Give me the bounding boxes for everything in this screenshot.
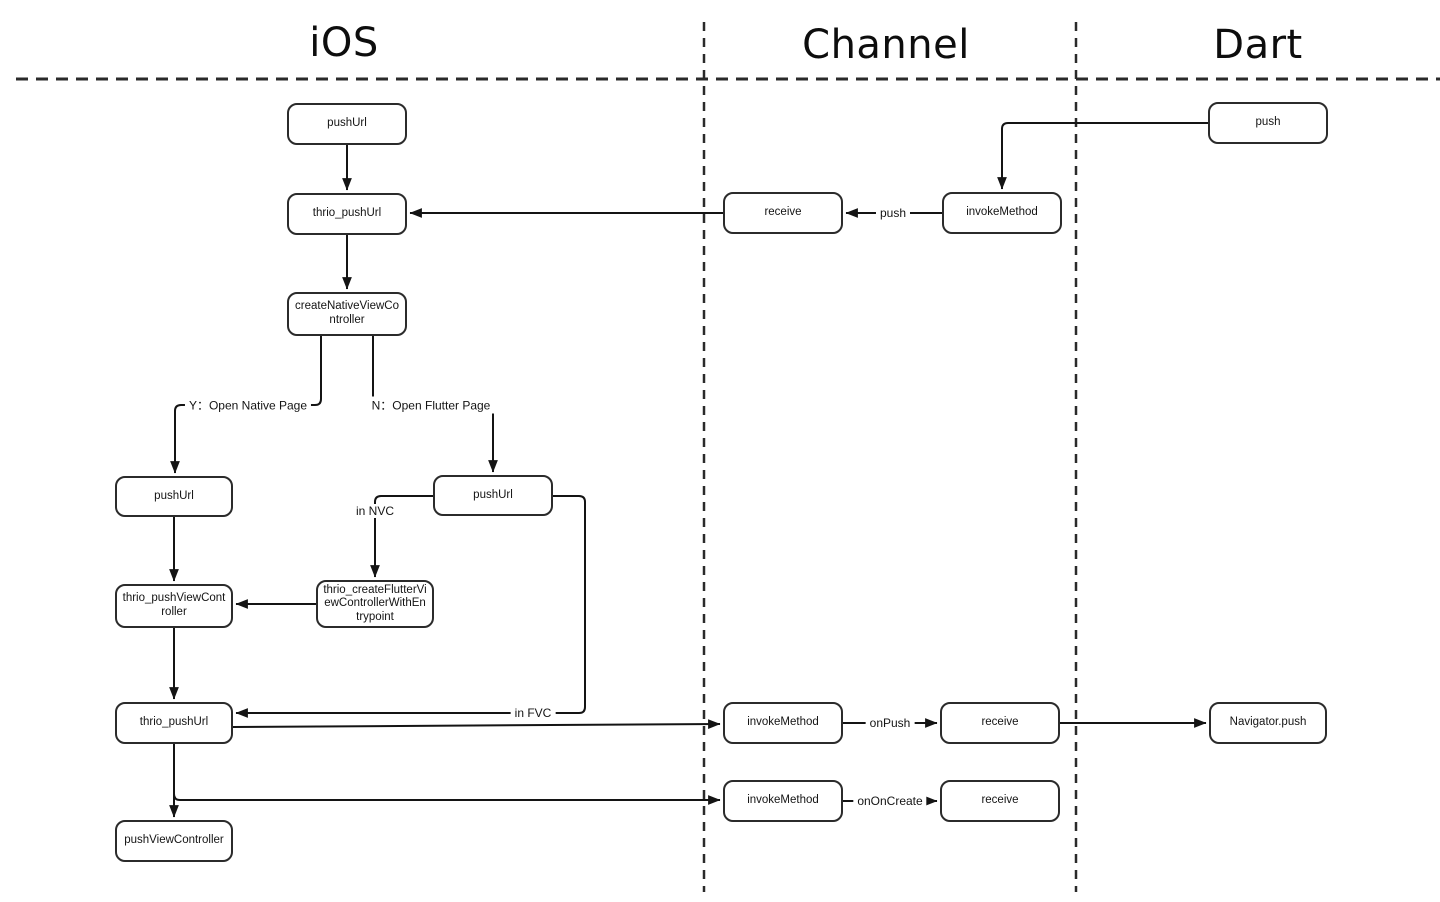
node-create-native-view-controller: createNativeViewController: [287, 292, 407, 336]
edge-pushurlflutter-infvc-to-thriopushurl2: [235, 495, 586, 718]
node-invokemethod-ononcreate: invokeMethod: [723, 780, 843, 822]
edge-pushdart-to-invokemethodtop: [997, 122, 1208, 190]
edge-label-push: push: [875, 206, 911, 220]
node-pushurl-entry: pushUrl: [287, 103, 407, 145]
node-thrio-create-flutter-view-controller: thrio_createFlutterViewControllerWithEnt…: [316, 580, 434, 628]
node-pushurl-flutter: pushUrl: [433, 475, 553, 516]
node-receive-ononcreate: receive: [940, 780, 1060, 822]
lane-header-channel: Channel: [802, 22, 970, 68]
lane-header-dart: Dart: [1213, 22, 1303, 68]
lane-header-ios: iOS: [309, 20, 379, 66]
edge-thriopushurl2-to-invokemethodoncreate: [173, 768, 721, 805]
edge-label-in-fvc: in FVC: [510, 706, 556, 720]
node-push-dart: push: [1208, 102, 1328, 144]
node-thrio-pushurl-2: thrio_pushUrl: [115, 702, 233, 744]
edge-label-open-native-page: Y：Open Native Page: [184, 396, 312, 414]
edge-pushurlflutter-to-createfluttervc: [370, 495, 433, 578]
edge-thriopushurl2-to-invokemethodpush: [232, 719, 721, 729]
edge-label-open-flutter-page: N：Open Flutter Page: [367, 396, 495, 414]
node-invokemethod-top: invokeMethod: [942, 192, 1062, 234]
edge-label-ononcreate: onOnCreate: [853, 794, 927, 808]
node-receive-top: receive: [723, 192, 843, 234]
edge-label-onpush: onPush: [865, 716, 915, 730]
node-thrio-pushurl-1: thrio_pushUrl: [287, 193, 407, 235]
node-receive-onpush: receive: [940, 702, 1060, 744]
node-thrio-push-view-controller: thrio_pushViewController: [115, 584, 233, 628]
node-pushurl-native: pushUrl: [115, 476, 233, 517]
node-navigator-push: Navigator.push: [1209, 702, 1327, 744]
edge-label-in-nvc: in NVC: [351, 504, 399, 518]
node-invokemethod-onpush: invokeMethod: [723, 702, 843, 744]
node-push-view-controller: pushViewController: [115, 820, 233, 862]
